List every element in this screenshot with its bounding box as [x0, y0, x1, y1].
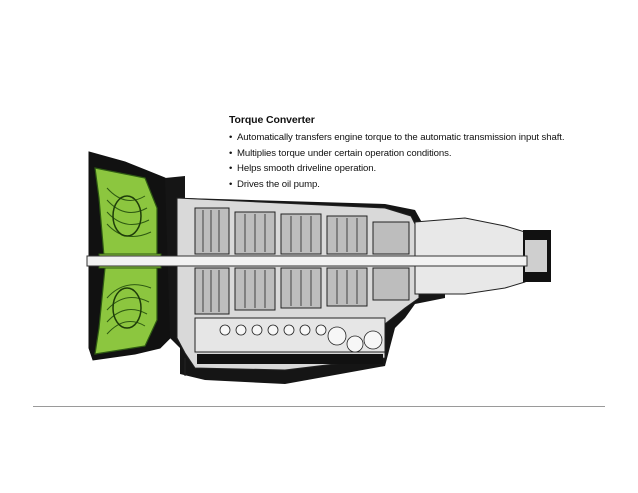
bullet-item: • Automatically transfers engine torque t… [229, 130, 629, 146]
bullet-text: Multiplies torque under certain operatio… [237, 147, 452, 159]
slide-title: Torque Converter [229, 114, 315, 126]
bullet-glyph: • [229, 178, 233, 190]
bullet-glyph: • [229, 147, 233, 159]
bullet-text: Helps smooth driveline operation. [237, 163, 377, 174]
bullet-item: • Drives the oil pump. [229, 177, 629, 193]
bullet-list: • Automatically transfers engine torque t… [229, 130, 629, 192]
bullet-item: • Multiplies torque under certain operati… [229, 146, 629, 162]
main-shaft [86, 255, 528, 267]
bullet-text: Automatically transfers engine torque to… [237, 132, 565, 143]
text-block: Torque Converter • Automatically transfer… [229, 114, 629, 192]
bullet-glyph: • [229, 163, 233, 174]
footer-divider [33, 406, 605, 407]
bullet-item: • Helps smooth driveline operation. [229, 161, 629, 177]
bullet-text: Drives the oil pump. [237, 178, 320, 190]
oil-pan [197, 354, 383, 364]
transmission-cutaway-diagram [86, 151, 551, 384]
bullet-glyph: • [229, 132, 233, 143]
